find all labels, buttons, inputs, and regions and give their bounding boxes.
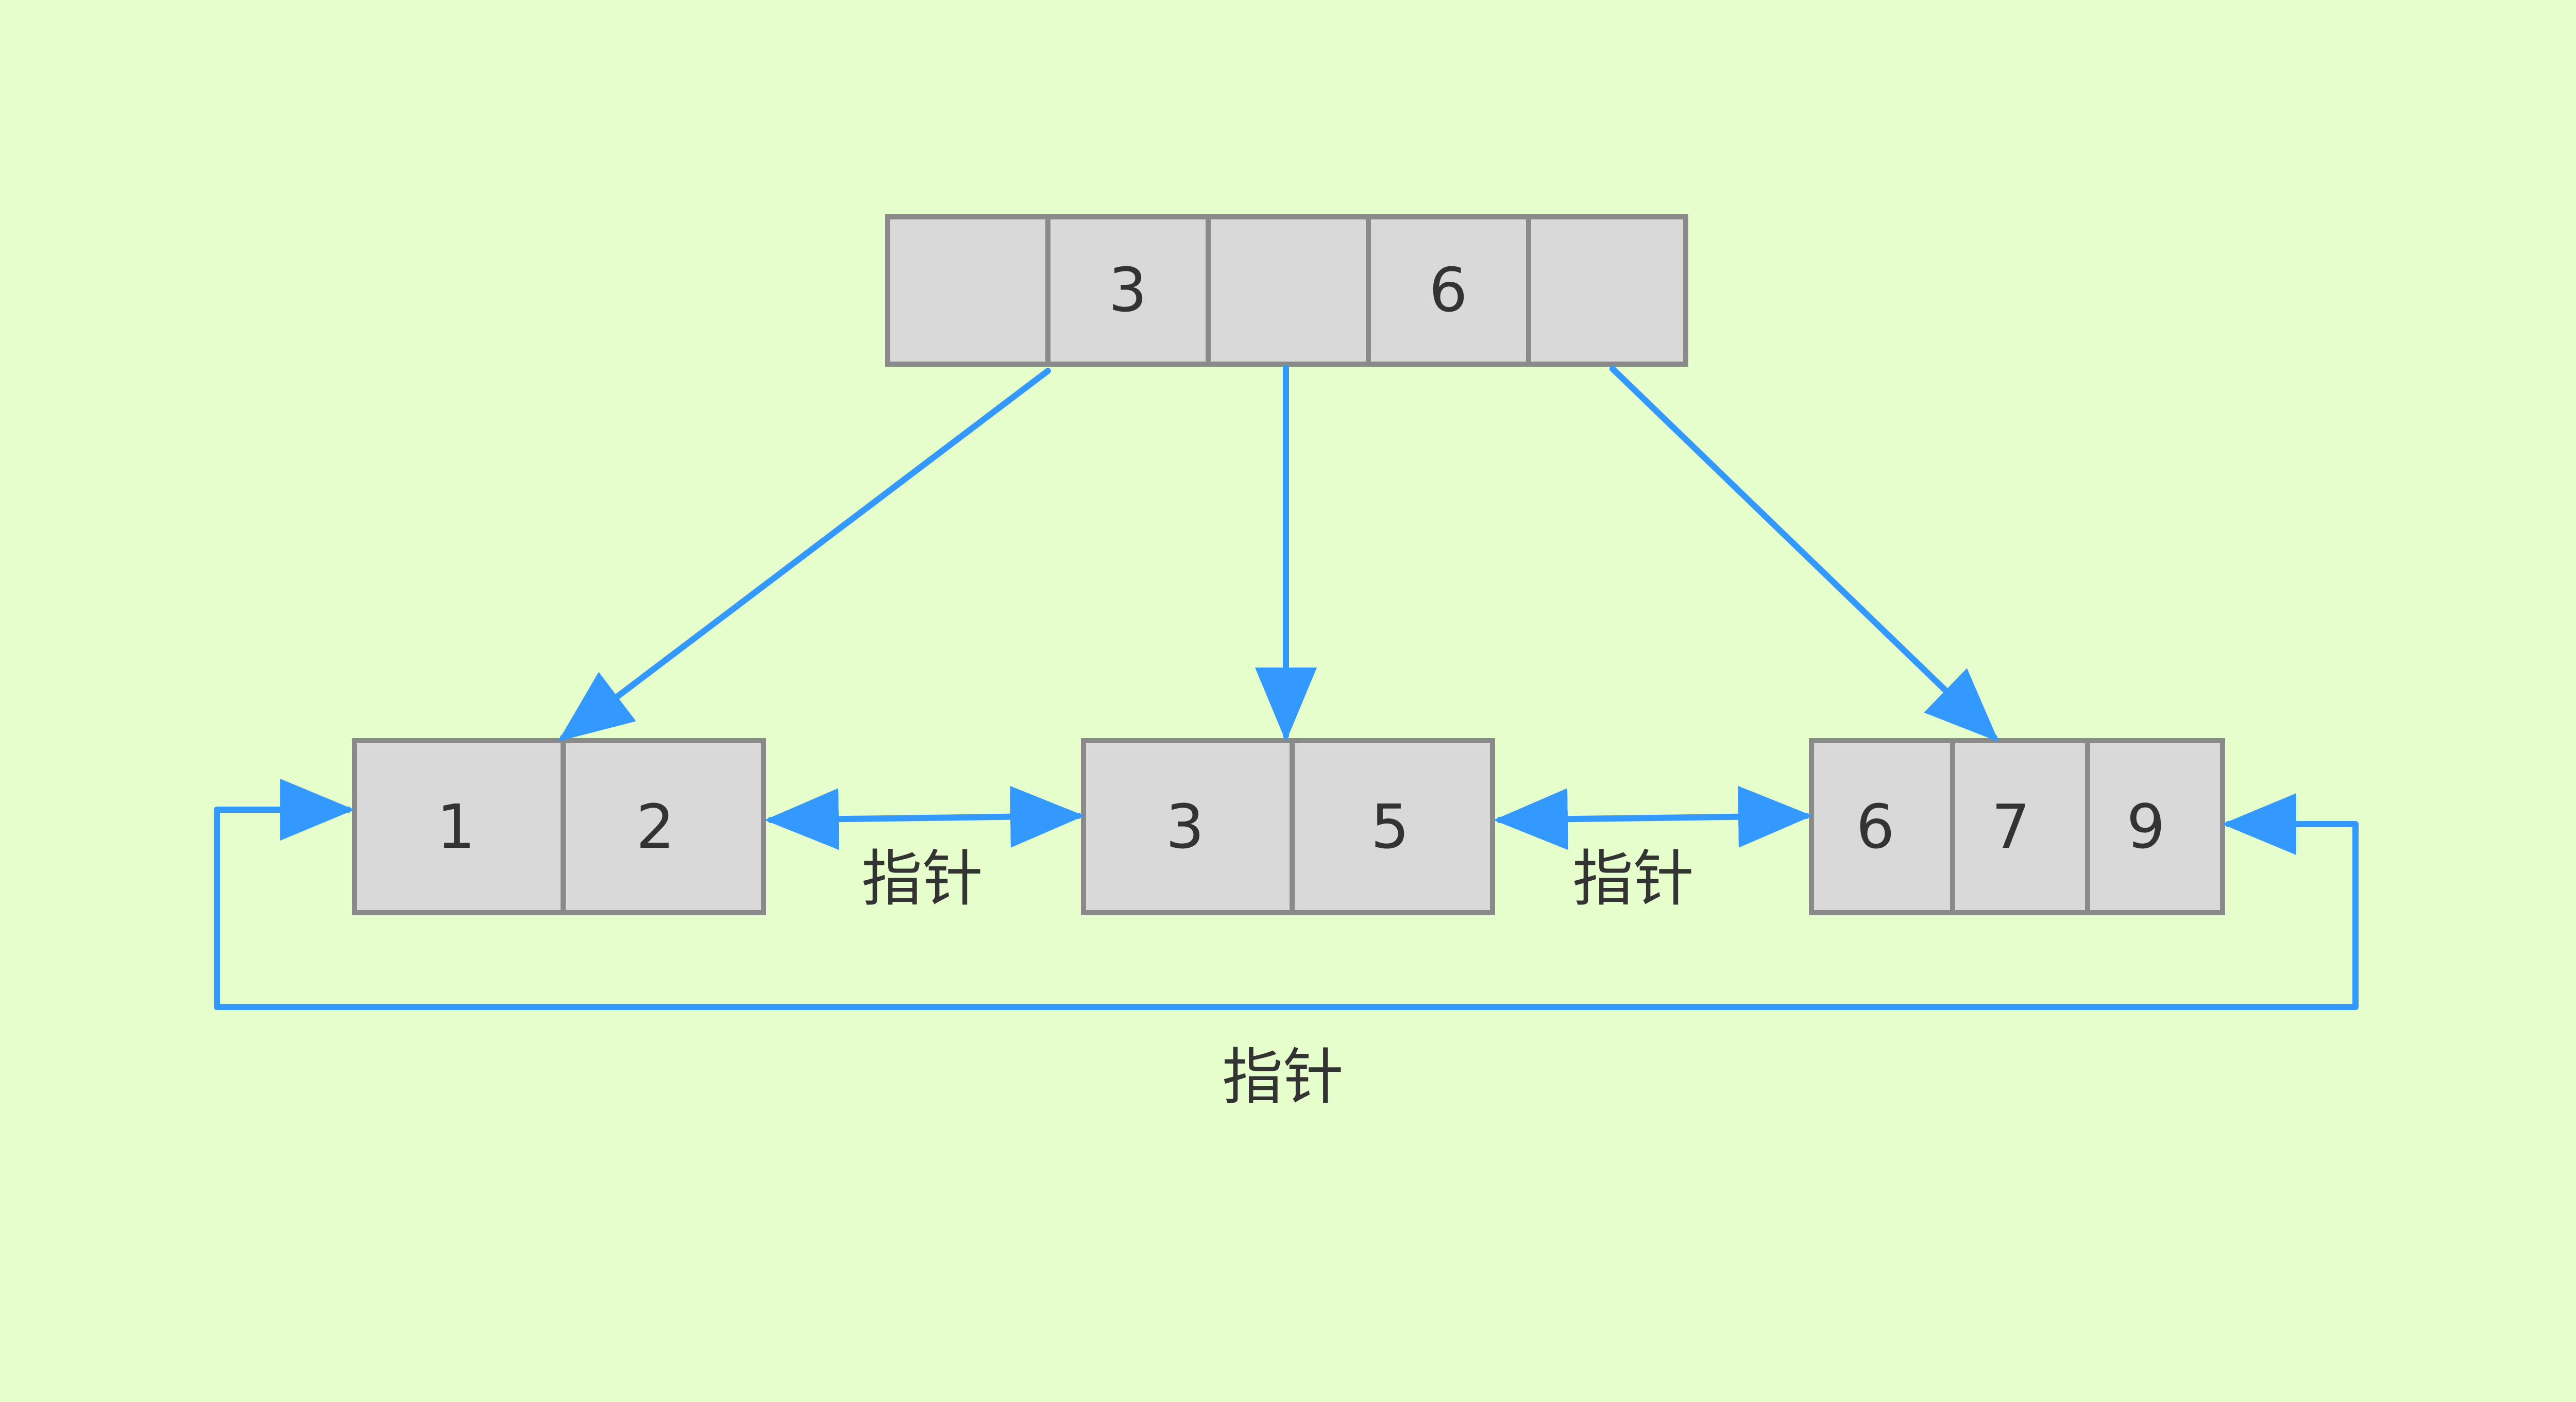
leaf-1-leaf-2-pointer-label: 指针 <box>861 843 983 914</box>
leaf-3-key-3-text: 9 <box>2126 791 2165 862</box>
leaf-3-key-2-text: 7 <box>1991 791 2030 862</box>
leaf-1-leaf-2-double-arrow <box>765 785 1084 850</box>
root-to-leaf-1-arrow <box>558 368 1051 742</box>
leaf-3-leaf-1-pointer-label: 指针 <box>1222 1041 1344 1113</box>
leaf-2-key-2-text: 5 <box>1370 791 1409 862</box>
leaf-3-to-leaf-1-loop-arrow <box>214 779 2359 1010</box>
root-pointer-cell-1 <box>885 214 1050 367</box>
root-node: 3 6 <box>885 214 1688 367</box>
root-key-6-text: 6 <box>1429 254 1467 326</box>
leaf-1-key-2-text: 2 <box>636 791 674 862</box>
leaf-node-3: 6 7 9 <box>1809 738 2225 915</box>
leaf-3-key-1-text: 6 <box>1856 791 1894 862</box>
root-to-leaf-3-arrow <box>1609 366 1999 742</box>
leaf-node-1: 1 2 <box>352 738 766 915</box>
leaf-node-2: 3 5 <box>1081 738 1495 915</box>
root-key-cell-1 <box>1045 214 1211 367</box>
leaf-2-key-1-text: 3 <box>1165 791 1204 862</box>
leaf-1-key-1-text: 1 <box>436 791 475 862</box>
root-pointer-cell-2 <box>1206 214 1371 367</box>
leaf-2-leaf-3-double-arrow <box>1494 785 1812 850</box>
root-pointer-cell-3 <box>1526 214 1688 367</box>
root-key-3-text: 3 <box>1108 254 1147 326</box>
leaf-2-leaf-3-pointer-label: 指针 <box>1572 843 1694 914</box>
root-key-cell-2 <box>1366 214 1531 367</box>
